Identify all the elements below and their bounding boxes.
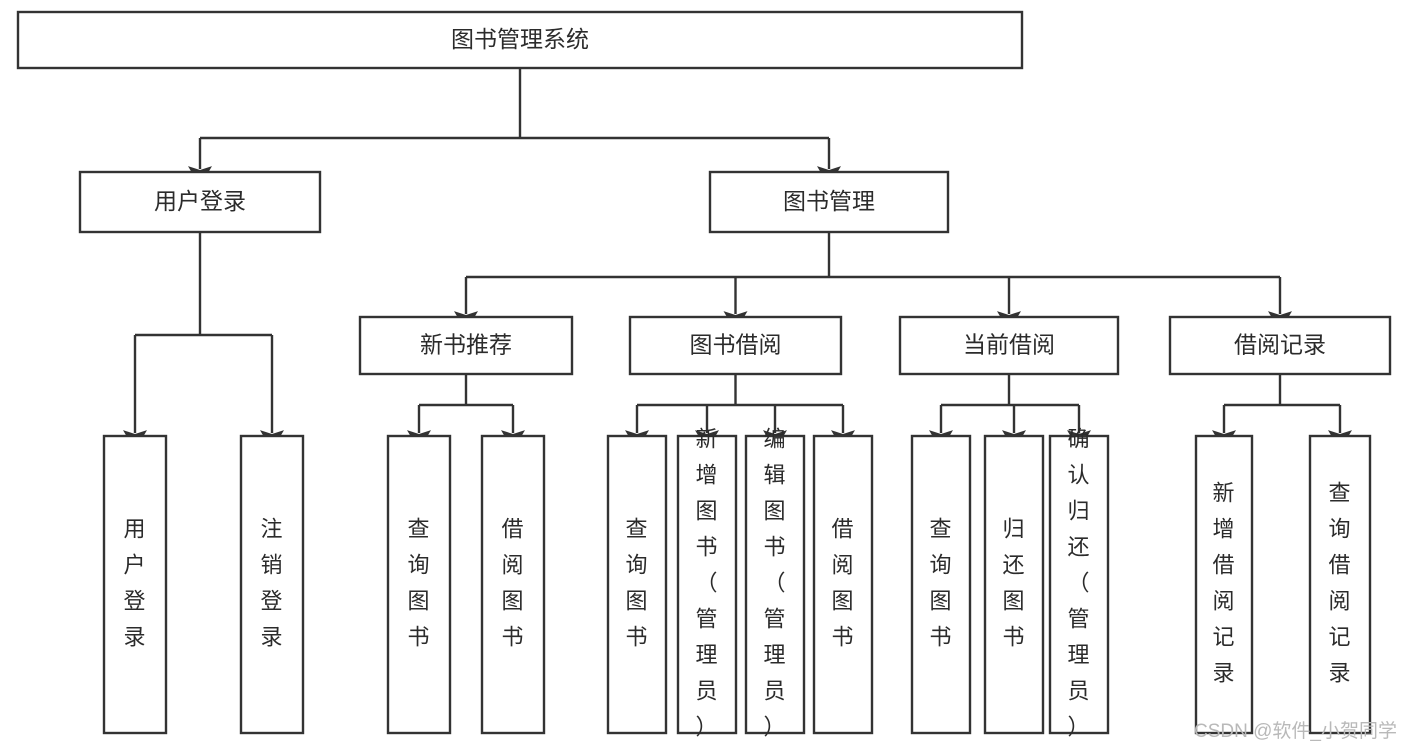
node-box[interactable]	[898, 315, 1120, 376]
node-l2_1[interactable]: 图书管理	[708, 170, 950, 234]
connector-l3_1	[625, 374, 855, 451]
watermark-text: CSDN @软件_小贺同学	[1194, 721, 1397, 742]
node-label: 当前借阅	[963, 332, 1055, 358]
node-box[interactable]	[239, 434, 305, 735]
node-label: 借阅图书	[501, 516, 524, 649]
node-leaf_6[interactable]: 编辑图书（管理员）	[744, 426, 806, 739]
node-leaf_10[interactable]: 确认归还（管理员）	[1048, 426, 1110, 739]
node-label: 查询图书	[929, 516, 952, 649]
node-box[interactable]	[676, 434, 738, 735]
connector-l2_1	[454, 232, 1292, 332]
node-leaf_9[interactable]: 归还图书	[983, 434, 1045, 735]
connector-root	[188, 68, 841, 187]
node-label: 图书管理	[783, 188, 875, 214]
node-label: 查询图书	[625, 516, 648, 649]
node-l2_0[interactable]: 用户登录	[78, 170, 322, 234]
node-leaf_0[interactable]: 用户登录	[102, 434, 168, 735]
node-box[interactable]	[812, 434, 874, 735]
node-leaf_8[interactable]: 查询图书	[910, 434, 972, 735]
node-l3_3[interactable]: 借阅记录	[1168, 315, 1392, 376]
node-label: 新增借阅记录	[1212, 480, 1235, 685]
node-box[interactable]	[78, 170, 322, 234]
node-leaf_2[interactable]: 查询图书	[386, 434, 452, 735]
node-box[interactable]	[480, 434, 546, 735]
node-label: 确认归还（管理员）	[1067, 426, 1090, 739]
node-box[interactable]	[708, 170, 950, 234]
node-label: 用户登录	[154, 188, 246, 214]
node-label: 查询图书	[407, 516, 430, 649]
node-label: 图书管理系统	[451, 26, 589, 52]
node-leaf_11[interactable]: 新增借阅记录	[1194, 434, 1254, 735]
node-box[interactable]	[386, 434, 452, 735]
node-box[interactable]	[1168, 315, 1392, 376]
node-layer: 图书管理系统用户登录图书管理新书推荐图书借阅当前借阅借阅记录用户登录注销登录查询…	[16, 10, 1392, 739]
node-leaf_12[interactable]: 查询借阅记录	[1308, 434, 1372, 735]
node-box[interactable]	[102, 434, 168, 735]
node-leaf_7[interactable]: 借阅图书	[812, 434, 874, 735]
node-leaf_3[interactable]: 借阅图书	[480, 434, 546, 735]
node-root[interactable]: 图书管理系统	[16, 10, 1024, 70]
node-box[interactable]	[1194, 434, 1254, 735]
node-label: 借阅图书	[831, 516, 854, 649]
node-label: 用户登录	[123, 516, 146, 649]
node-label: 查询借阅记录	[1328, 480, 1351, 685]
connector-l3_3	[1212, 374, 1352, 451]
node-box[interactable]	[1048, 434, 1110, 735]
node-box[interactable]	[606, 434, 668, 735]
connector-l2_0	[123, 232, 284, 451]
node-l3_1[interactable]: 图书借阅	[628, 315, 843, 376]
edge-layer	[123, 68, 1352, 451]
node-label: 图书借阅	[690, 332, 782, 358]
node-box[interactable]	[16, 10, 1024, 70]
node-label: 新增图书（管理员）	[695, 426, 718, 739]
connector-l3_0	[407, 374, 525, 451]
node-label: 归还图书	[1002, 516, 1025, 649]
node-l3_0[interactable]: 新书推荐	[358, 315, 574, 376]
node-label: 借阅记录	[1234, 332, 1326, 358]
node-box[interactable]	[910, 434, 972, 735]
node-box[interactable]	[628, 315, 843, 376]
node-box[interactable]	[1308, 434, 1372, 735]
node-leaf_5[interactable]: 新增图书（管理员）	[676, 426, 738, 739]
connector-l3_2	[929, 374, 1091, 451]
node-l3_2[interactable]: 当前借阅	[898, 315, 1120, 376]
node-label: 编辑图书（管理员）	[763, 426, 786, 739]
node-leaf_1[interactable]: 注销登录	[239, 434, 305, 735]
node-box[interactable]	[983, 434, 1045, 735]
node-label: 注销登录	[260, 516, 283, 649]
node-leaf_4[interactable]: 查询图书	[606, 434, 668, 735]
node-box[interactable]	[744, 434, 806, 735]
node-label: 新书推荐	[420, 332, 512, 358]
node-box[interactable]	[358, 315, 574, 376]
